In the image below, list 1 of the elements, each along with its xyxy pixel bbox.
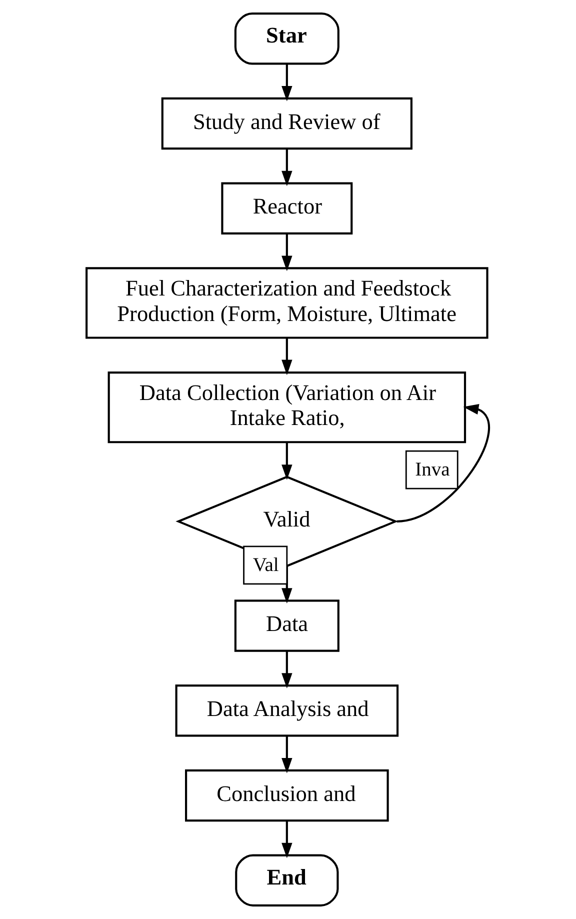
- edge-label: Inva: [415, 460, 450, 481]
